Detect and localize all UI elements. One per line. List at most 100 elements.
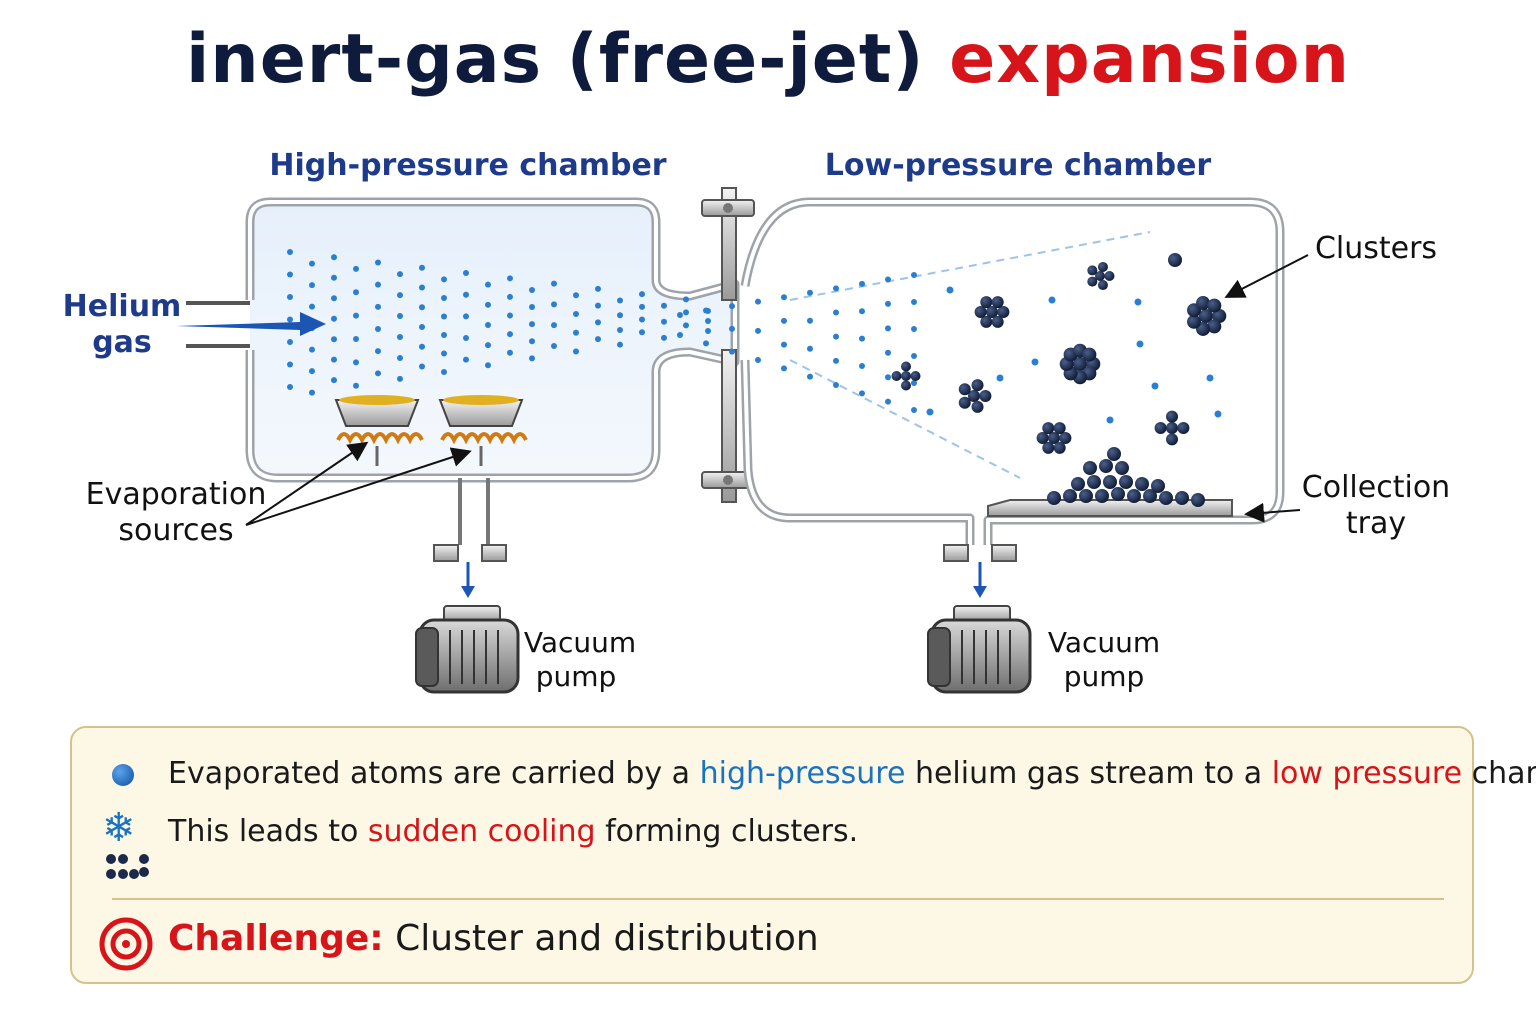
atom bbox=[703, 307, 709, 314]
atom bbox=[1206, 374, 1214, 382]
collected-cluster bbox=[1135, 477, 1149, 491]
atom bbox=[375, 303, 381, 310]
challenge-line: Challenge: Cluster and distribution bbox=[168, 918, 819, 959]
cluster-bullet-icon bbox=[106, 854, 149, 879]
atom bbox=[946, 286, 954, 294]
info-line-2-text-b: sudden cooling bbox=[367, 814, 596, 849]
atom bbox=[507, 331, 513, 338]
collected-cluster bbox=[1095, 489, 1109, 503]
atom bbox=[309, 282, 315, 289]
vacuum-pump-1 bbox=[415, 478, 520, 694]
atom bbox=[507, 293, 513, 300]
cluster-atom bbox=[1042, 441, 1055, 454]
atom bbox=[595, 285, 601, 292]
collected-cluster bbox=[1175, 491, 1189, 505]
challenge-text: Cluster and distribution bbox=[395, 918, 819, 959]
atom bbox=[755, 298, 761, 305]
atom bbox=[683, 309, 689, 316]
cluster-atom bbox=[910, 371, 921, 381]
atom bbox=[397, 375, 403, 382]
atom bbox=[573, 292, 579, 299]
helium-inlet-arrow bbox=[176, 312, 326, 336]
atom bbox=[353, 336, 359, 342]
atom bbox=[729, 325, 735, 332]
atom bbox=[375, 259, 381, 266]
atom bbox=[353, 359, 359, 366]
atom bbox=[781, 294, 787, 301]
atom bbox=[703, 340, 709, 347]
atom bbox=[859, 308, 865, 315]
atom bbox=[441, 332, 447, 338]
atom-bullet-icon bbox=[112, 764, 134, 786]
pump2-label-line2: pump bbox=[1064, 660, 1145, 693]
atom bbox=[885, 349, 891, 356]
evaporation-source-1 bbox=[334, 395, 424, 466]
atom bbox=[617, 297, 623, 304]
atom bbox=[287, 339, 293, 345]
atom bbox=[639, 291, 645, 298]
cluster bbox=[1087, 261, 1115, 291]
atom bbox=[441, 313, 447, 320]
cluster-atom bbox=[1196, 296, 1211, 311]
atom bbox=[441, 369, 447, 376]
atom bbox=[807, 373, 813, 380]
cluster-atom bbox=[1166, 410, 1178, 423]
atom bbox=[859, 390, 865, 397]
cluster-atom bbox=[991, 315, 1004, 328]
atom bbox=[885, 300, 891, 307]
info-line-2-text-c: forming clusters. bbox=[595, 814, 859, 849]
atom bbox=[397, 271, 403, 278]
cluster-atom bbox=[1212, 309, 1227, 323]
info-line-1: Evaporated atoms are carried by a high-p… bbox=[168, 756, 1536, 791]
info-box: Evaporated atoms are carried by a high-p… bbox=[70, 726, 1536, 984]
atom bbox=[331, 254, 337, 261]
cluster-atom bbox=[1087, 276, 1098, 287]
collection-label-line2: tray bbox=[1346, 506, 1406, 541]
helium-label-line1: Helium bbox=[63, 289, 182, 324]
atom bbox=[287, 316, 293, 323]
atom bbox=[911, 299, 917, 305]
collected-cluster bbox=[1151, 479, 1165, 493]
cluster-atom bbox=[1048, 432, 1060, 444]
atom bbox=[926, 408, 934, 416]
cluster-atom bbox=[1177, 422, 1190, 434]
cluster-atom bbox=[1042, 422, 1055, 435]
cluster bbox=[1036, 422, 1072, 454]
cluster bbox=[1154, 410, 1190, 446]
collected-cluster bbox=[1159, 491, 1173, 505]
atom bbox=[859, 362, 865, 369]
atom bbox=[1031, 358, 1039, 366]
collected-cluster bbox=[1079, 489, 1093, 503]
atom bbox=[375, 348, 381, 355]
cluster-atom bbox=[1097, 280, 1108, 291]
info-divider bbox=[112, 898, 1444, 900]
collected-cluster bbox=[1143, 489, 1157, 503]
atom bbox=[419, 343, 425, 350]
atom bbox=[551, 301, 557, 308]
apparatus-diagram: High-pressure chamber Low-pressure chamb… bbox=[63, 148, 1450, 694]
atom bbox=[353, 289, 359, 296]
atom bbox=[833, 382, 839, 388]
cluster-atom bbox=[991, 296, 1004, 309]
atom bbox=[885, 374, 891, 381]
atom bbox=[683, 296, 689, 303]
atom bbox=[529, 304, 535, 311]
info-line-1-text-d: low pressure bbox=[1271, 756, 1463, 791]
atom bbox=[397, 313, 403, 320]
atom bbox=[595, 319, 601, 326]
cluster-atom bbox=[1097, 261, 1108, 272]
single-atom bbox=[1168, 253, 1182, 267]
info-line-1-text-b: high-pressure bbox=[699, 756, 906, 791]
collected-cluster bbox=[1191, 493, 1205, 507]
atom bbox=[781, 317, 787, 324]
info-line-1-text-c: helium gas stream to a bbox=[905, 756, 1272, 791]
cluster-atom bbox=[1095, 271, 1105, 281]
collected-cluster bbox=[1119, 475, 1133, 489]
cluster-atom bbox=[971, 400, 984, 413]
atom bbox=[463, 334, 469, 341]
atom bbox=[996, 374, 1004, 382]
atom bbox=[755, 357, 761, 363]
cluster-atom bbox=[1053, 441, 1066, 454]
atom bbox=[755, 327, 761, 334]
atom bbox=[463, 291, 469, 298]
